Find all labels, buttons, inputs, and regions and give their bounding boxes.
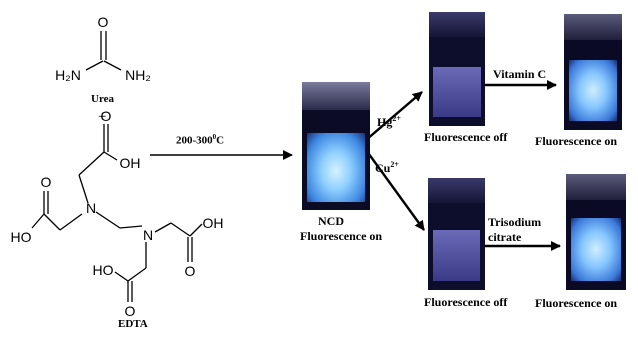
urea-left-amine: H₂N <box>55 67 81 83</box>
cu-on-vial-cap <box>566 174 626 200</box>
edta-hydroxyl-top: OH <box>120 155 141 171</box>
reaction-condition: 200-3000C <box>176 133 224 147</box>
hg-ion-charge: 2+ <box>392 114 401 123</box>
cu-addition-arrow <box>365 149 425 231</box>
condition-degree: 0 <box>212 133 217 141</box>
edta-oxygen-left: O <box>41 174 52 190</box>
urea-cn-right-bond <box>103 60 122 71</box>
edta-hydroxyl-bottom: HO <box>93 262 114 278</box>
cu-ion-label: Cu2+ <box>375 160 399 176</box>
hg-off-vial-liquid <box>433 66 481 117</box>
ncd-vial-cap <box>302 82 370 111</box>
cu-ion-charge: 2+ <box>390 160 399 169</box>
hg-ion-base: Hg <box>377 115 393 129</box>
vitamin-c-label: Vitamin C <box>493 67 547 81</box>
urea-name: Urea <box>91 93 115 105</box>
urea-oxygen: O <box>98 14 109 30</box>
hg-on-label: Fluorescence on <box>535 134 618 148</box>
cu-off-vial-photo <box>428 178 485 290</box>
hg-off-label: Fluorescence off <box>424 130 508 144</box>
hg-on-vial-liquid <box>568 60 618 121</box>
ncd-vial-liquid <box>307 133 365 203</box>
edta-nitrogen-2: N <box>143 227 153 243</box>
citrate-label-line2: citrate <box>488 230 522 244</box>
edta-hydroxyl-left: HO <box>11 229 32 245</box>
cu-on-label: Fluorescence on <box>535 296 618 310</box>
plus-sign: + <box>98 109 107 125</box>
condition-base: 200-300 <box>176 134 213 147</box>
citrate-label-line1: Trisodium <box>488 215 542 229</box>
urea-structure <box>85 31 122 71</box>
cu-ion-base: Cu <box>375 161 391 175</box>
edta-structure <box>31 124 203 302</box>
cu-on-vial-liquid <box>570 218 622 281</box>
cu-on-vial-photo <box>566 174 626 290</box>
condition-unit: C <box>216 134 225 147</box>
edta-oxygen-right: O <box>185 263 196 279</box>
hg-ion-label: Hg2+ <box>377 114 401 130</box>
edta-hydroxyl-right: OH <box>203 215 224 231</box>
edta-oxygen-top: O <box>101 108 112 124</box>
edta-name: EDTA <box>118 318 148 330</box>
urea-cn-left-bond <box>85 60 104 71</box>
edta-nitrogen-1: N <box>86 200 96 216</box>
hg-on-vial-photo <box>564 14 622 130</box>
cu-off-vial-cap <box>428 178 485 203</box>
urea-right-amine: NH₂ <box>125 67 151 83</box>
hg-on-vial-cap <box>564 14 622 40</box>
ncd-vial-photo <box>302 82 370 210</box>
cu-off-label: Fluorescence off <box>424 295 508 309</box>
hg-off-vial-cap <box>429 12 485 38</box>
hg-off-vial-photo <box>429 12 485 126</box>
hg-addition-arrow <box>365 91 423 141</box>
ncd-label-line2: Fluorescence on <box>300 229 383 243</box>
cu-off-vial-liquid <box>432 229 481 282</box>
edta-oxygen-bottom: O <box>125 303 136 319</box>
ncd-label-line1: NCD <box>318 214 344 228</box>
